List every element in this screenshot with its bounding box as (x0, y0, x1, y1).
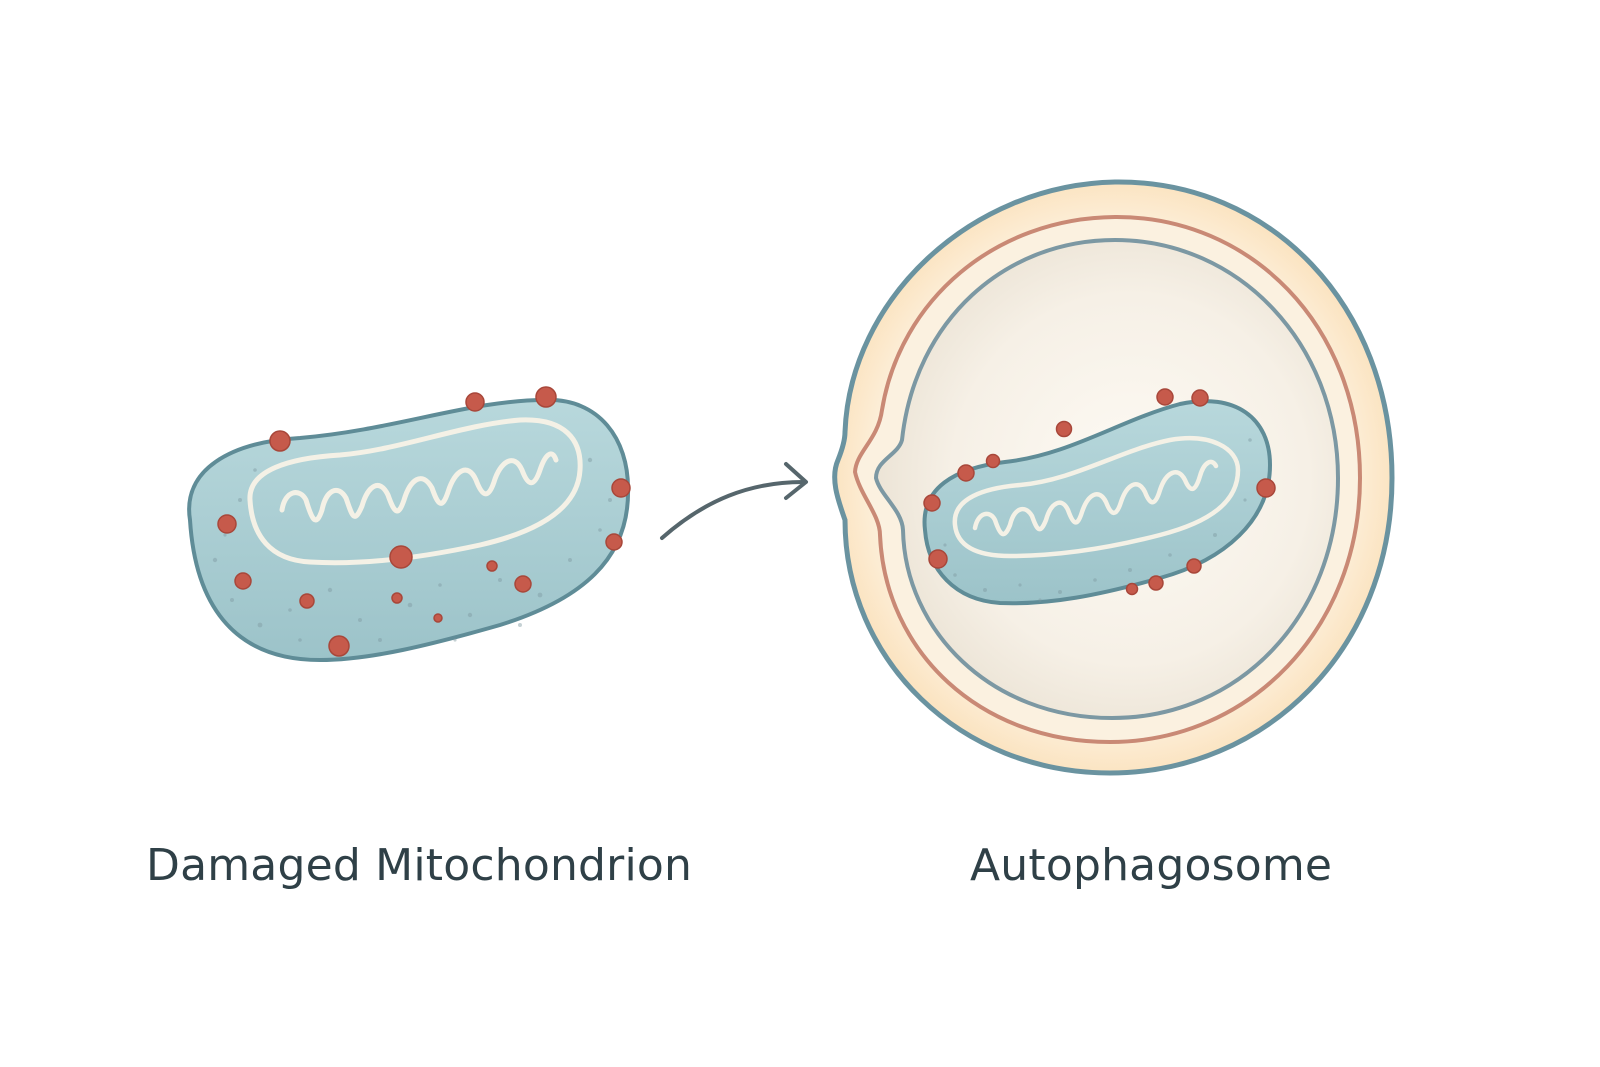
engulfed-outer-membrane (922, 399, 1273, 606)
autophagosome (832, 179, 1395, 776)
inner-membrane (247, 417, 583, 566)
engulfed-inner-membrane (952, 436, 1241, 559)
engulfed-cristae (972, 459, 1219, 537)
label-autophagosome: Autophagosome (970, 840, 1333, 891)
engulfed-ubiquitin-dots (923, 388, 1276, 596)
matrix-speckles (212, 457, 612, 642)
arrow-shaft (660, 480, 805, 540)
damaged-mitochondrion (187, 386, 631, 663)
cristae (279, 451, 559, 523)
label-damaged-mitochondrion: Damaged Mitochondrion (146, 840, 693, 891)
engulfed-speckles (943, 438, 1252, 602)
engulfed-mitochondrion (922, 388, 1276, 606)
ubiquitin-dots (217, 386, 631, 657)
process-arrow (660, 462, 808, 540)
arrow-head (784, 462, 808, 500)
